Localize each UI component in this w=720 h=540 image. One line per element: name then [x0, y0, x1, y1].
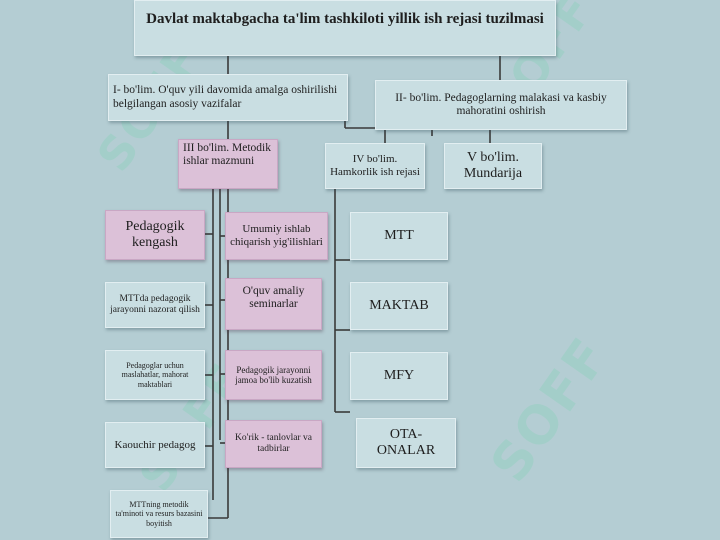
left-item-pedagogik-kengash: Pedagogik kengash	[105, 210, 205, 260]
section-4-box: IV bo'lim. Hamkorlik ish rejasi	[325, 143, 425, 189]
section-3-box: III bo'lim. Metodik ishlar mazmuni	[178, 139, 278, 189]
section-5-box: V bo'lim. Mundarija	[444, 143, 542, 189]
partner-maktab: MAKTAB	[350, 282, 448, 330]
middle-item-seminarlar: O'quv amaliy seminarlar	[225, 278, 322, 330]
middle-item-kuzatish: Pedagogik jarayonni jamoa bo'lib kuzatis…	[225, 350, 322, 400]
middle-item-tanlovlar: Ko'rik - tanlovlar va tadbirlar	[225, 420, 322, 468]
section-1-box: I- bo'lim. O'quv yili davomida amalga os…	[108, 74, 348, 121]
left-item-kaouchir-pedagog: Kaouchir pedagog	[105, 422, 205, 468]
watermark-logo: SOFF	[479, 326, 622, 494]
partner-ota-onalar: OTA-ONALAR	[356, 418, 456, 468]
partner-mtt: MTT	[350, 212, 448, 260]
partner-mfy: MFY	[350, 352, 448, 400]
left-item-maslahatlar: Pedagoglar uchun maslahatlar, mahorat ma…	[105, 350, 205, 400]
diagram-title: Davlat maktabgacha ta'lim tashkiloti yil…	[134, 0, 556, 56]
left-item-nazorat: MTTda pedagogik jarayonni nazorat qilish	[105, 282, 205, 328]
middle-item-yigilishlar: Umumiy ishlab chiqarish yig'ilishlari	[225, 212, 328, 260]
left-item-resurs-bazasi: MTTning metodik ta'minoti va resurs baza…	[110, 490, 208, 538]
section-2-box: II- bo'lim. Pedagoglarning malakasi va k…	[375, 80, 627, 130]
